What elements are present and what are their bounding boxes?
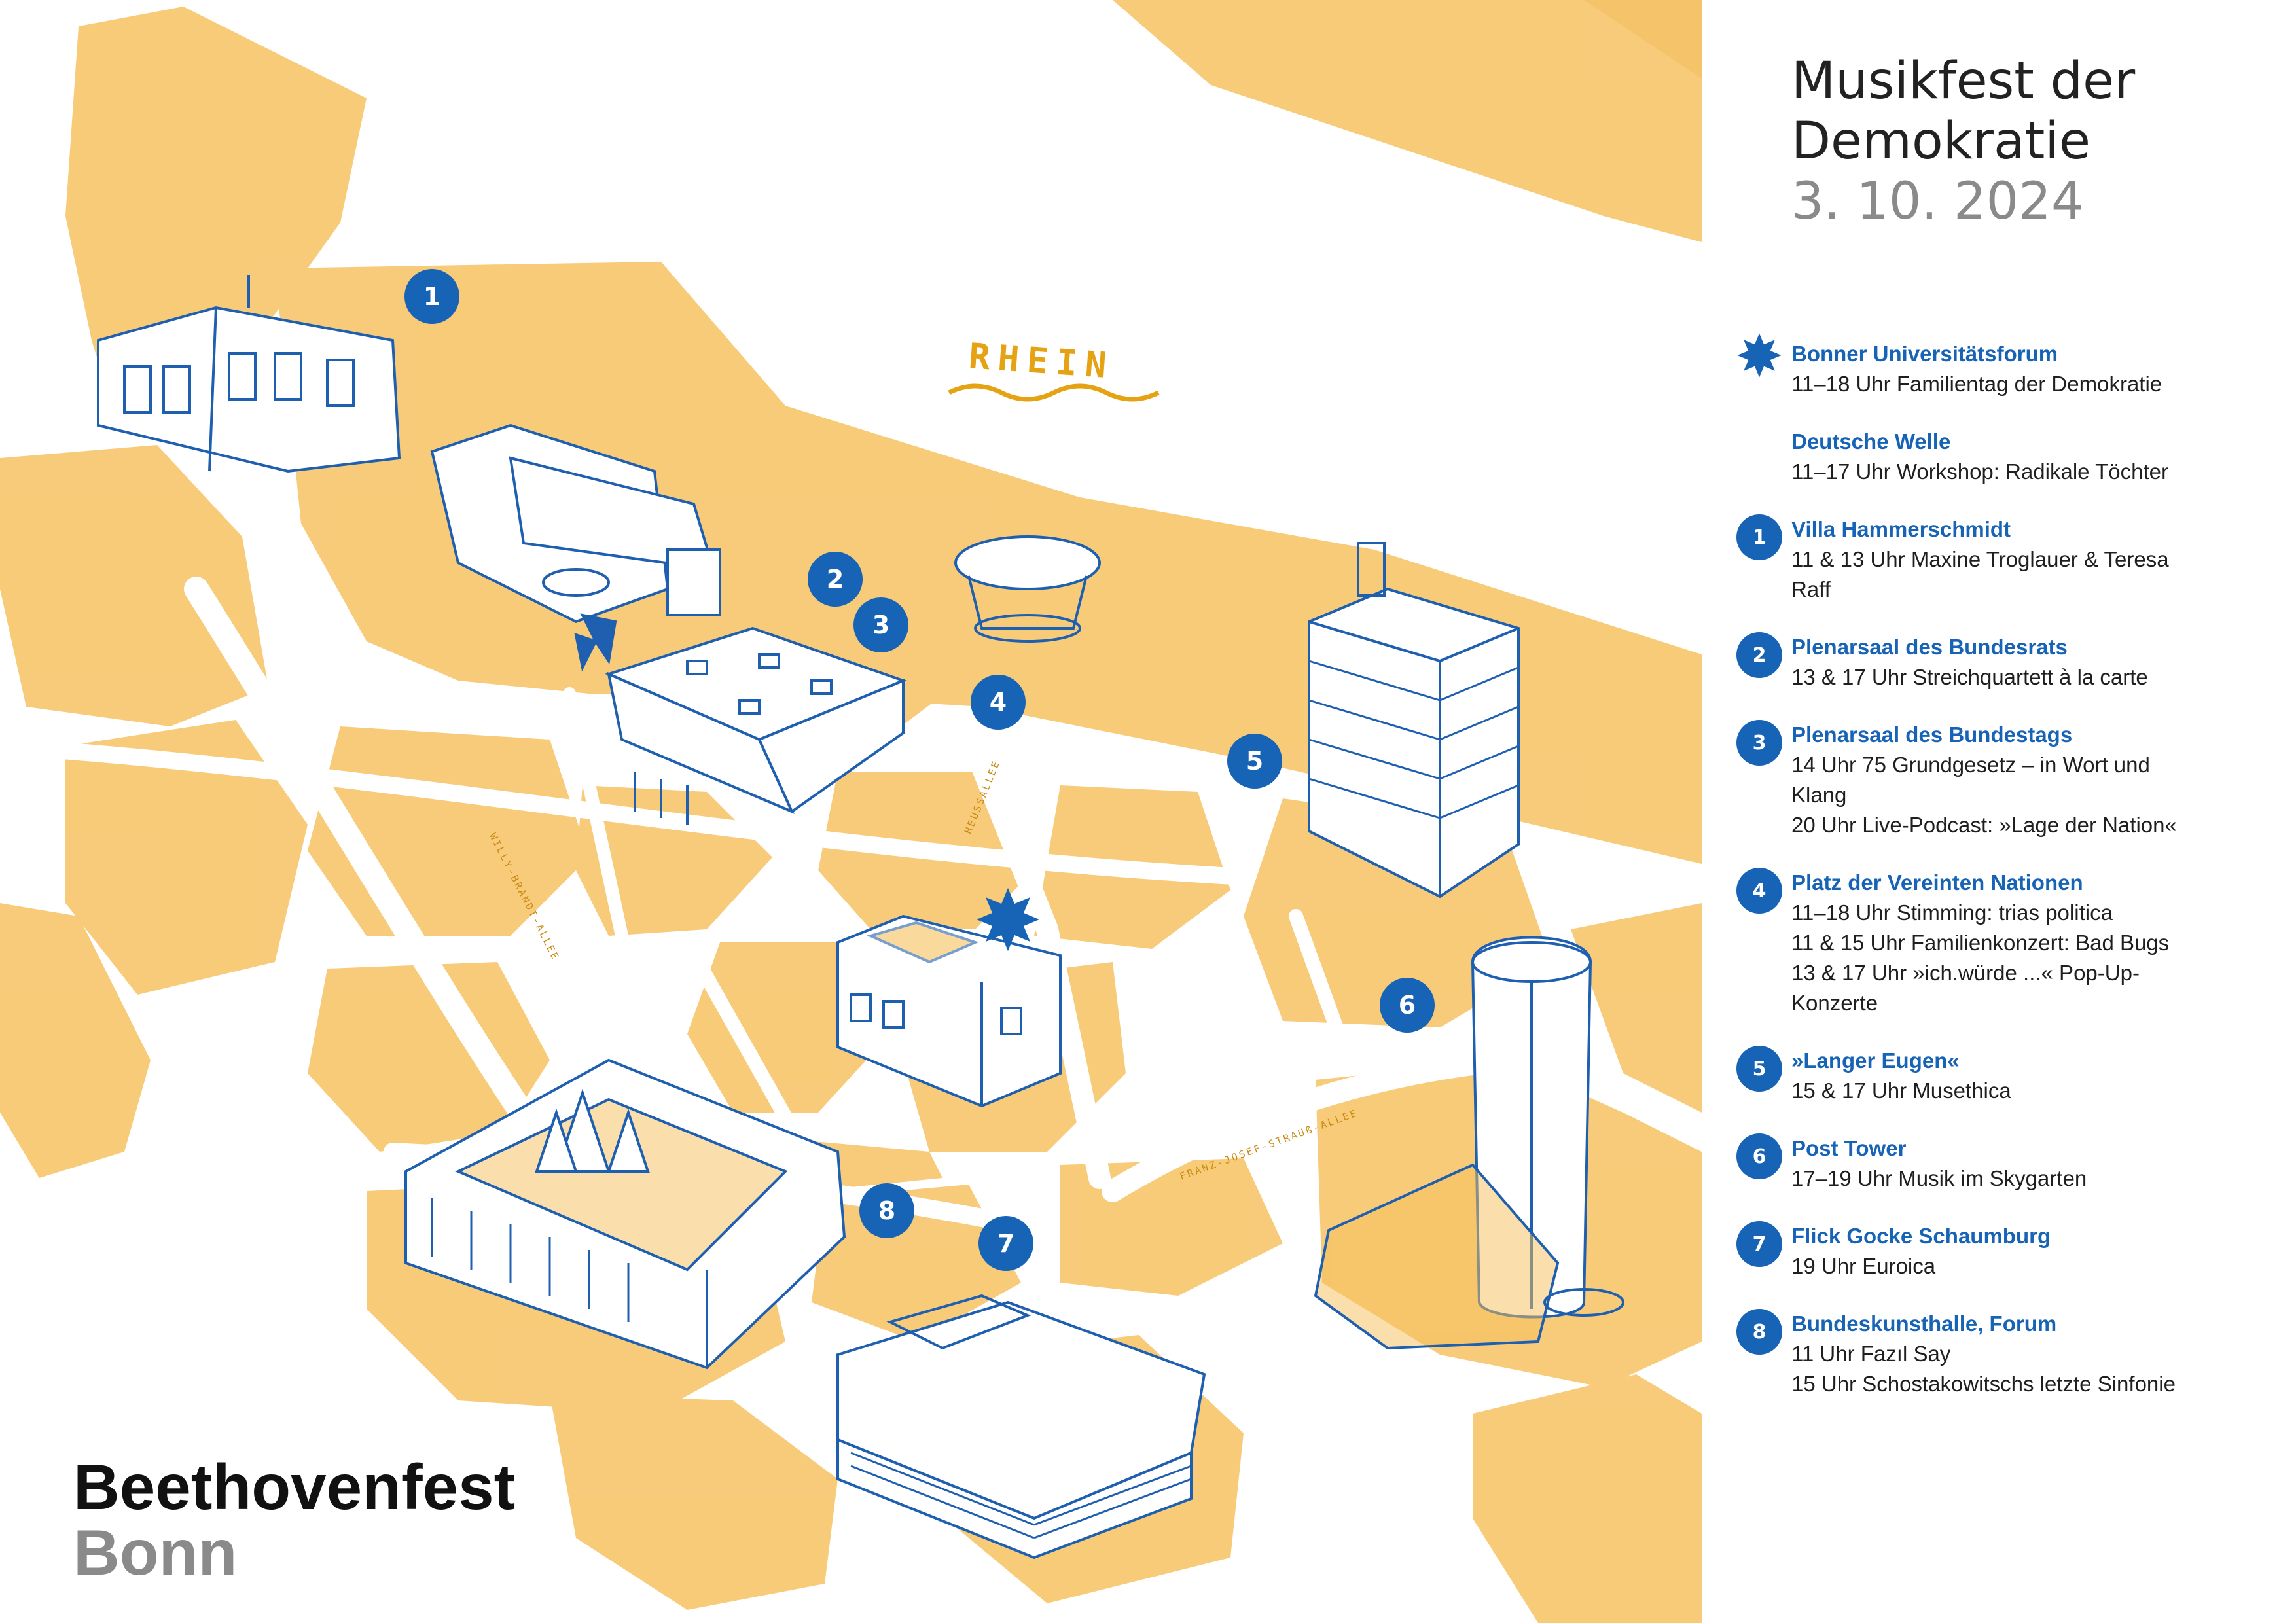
event-langer-eugen[interactable]: 5 »Langer Eugen« 15 & 17 Uhr Musethica bbox=[1731, 1046, 2293, 1106]
brand-name: Beethovenfest bbox=[73, 1451, 516, 1523]
list-marker-8: 8 bbox=[1736, 1309, 1782, 1355]
event-name: Flick Gocke Schaumburg bbox=[1791, 1224, 2051, 1248]
map-marker-2[interactable]: 2 bbox=[808, 552, 863, 607]
event-time: 17–19 Uhr Musik im Skygarten bbox=[1791, 1166, 2087, 1190]
event-time: 13 & 17 Uhr »ich.würde ...« Pop-Up- bbox=[1791, 961, 2140, 985]
flick-gocke-drawing bbox=[836, 1294, 1206, 1560]
list-marker-1: 1 bbox=[1736, 514, 1782, 560]
title-line-1: Musikfest der bbox=[1791, 52, 2136, 111]
bundeshaus-sign-drawing bbox=[954, 535, 1101, 643]
event-date: 3. 10. 2024 bbox=[1791, 172, 2084, 231]
event-plenarsaal-bundestag[interactable]: 3 Plenarsaal des Bundestags 14 Uhr 75 Gr… bbox=[1731, 720, 2293, 840]
event-flick-gocke-schaumburg[interactable]: 7 Flick Gocke Schaumburg 19 Uhr Euroica bbox=[1731, 1221, 2293, 1281]
event-time: 19 Uhr Euroica bbox=[1791, 1254, 1936, 1278]
deutsche-welle-drawing bbox=[430, 423, 721, 672]
event-time: Raff bbox=[1791, 577, 1831, 601]
list-marker-3: 3 bbox=[1736, 720, 1782, 766]
event-bonner-universitaetsforum[interactable]: Bonner Universitätsforum 11–18 Uhr Famil… bbox=[1731, 333, 2293, 399]
event-name: Platz der Vereinten Nationen bbox=[1791, 870, 2083, 895]
event-time: 14 Uhr 75 Grundgesetz – in Wort und bbox=[1791, 753, 2150, 777]
event-name: Villa Hammerschmidt bbox=[1791, 517, 2011, 541]
event-time: 15 & 17 Uhr Musethica bbox=[1791, 1079, 2011, 1103]
event-deutsche-welle[interactable]: Deutsche Welle 11–17 Uhr Workshop: Radik… bbox=[1731, 427, 2293, 487]
event-time: 11–17 Uhr Workshop: Radikale Töchter bbox=[1791, 459, 2168, 484]
event-time: Klang bbox=[1791, 783, 1847, 807]
title-line-2: Demokratie bbox=[1791, 112, 2091, 171]
sidebar: Musikfest der Demokratie 3. 10. 2024 Bon… bbox=[1702, 0, 2296, 1623]
bundeskunsthalle-drawing bbox=[404, 1058, 846, 1370]
langer-eugen-drawing bbox=[1308, 542, 1520, 899]
event-villa-hammerschmidt[interactable]: 1 Villa Hammerschmidt 11 & 13 Uhr Maxine… bbox=[1731, 514, 2293, 605]
river-wave-icon bbox=[948, 383, 1160, 402]
map-marker-4[interactable]: 4 bbox=[971, 675, 1026, 730]
event-time: 11–18 Uhr Stimming: trias politica bbox=[1791, 901, 2113, 925]
event-name: Bundeskunsthalle, Forum bbox=[1791, 1311, 2057, 1336]
map-marker-7[interactable]: 7 bbox=[978, 1216, 1033, 1271]
event-time: 13 & 17 Uhr Streichquartett à la carte bbox=[1791, 665, 2148, 689]
city-map: RHEIN WILLY-BRANDT-ALLEE HEUSSALLEE FRAN… bbox=[0, 0, 1702, 1623]
event-bundeskunsthalle-forum[interactable]: 8 Bundeskunsthalle, Forum 11 Uhr Fazıl S… bbox=[1731, 1309, 2293, 1399]
event-name: Deutsche Welle bbox=[1791, 429, 1951, 454]
brand-city: Bonn bbox=[73, 1516, 238, 1588]
page-title: Musikfest der Demokratie 3. 10. 2024 bbox=[1791, 51, 2135, 232]
event-time: Konzerte bbox=[1791, 991, 1878, 1015]
event-time: 11 & 15 Uhr Familienkonzert: Bad Bugs bbox=[1791, 931, 2170, 955]
list-marker-6: 6 bbox=[1736, 1133, 1782, 1179]
event-time: 15 Uhr Schostakowitschs letzte Sinfonie bbox=[1791, 1372, 2176, 1396]
plenarsaal-drawing bbox=[605, 626, 907, 825]
event-list: Bonner Universitätsforum 11–18 Uhr Famil… bbox=[1731, 333, 2293, 1427]
event-name: Plenarsaal des Bundestags bbox=[1791, 722, 2073, 747]
list-marker-7: 7 bbox=[1736, 1221, 1782, 1267]
event-name: Plenarsaal des Bundesrats bbox=[1791, 635, 2068, 659]
event-time: 11–18 Uhr Familientag der Demokratie bbox=[1791, 372, 2162, 396]
map-marker-3[interactable]: 3 bbox=[853, 597, 908, 652]
map-marker-6[interactable]: 6 bbox=[1380, 978, 1435, 1033]
event-name: Post Tower bbox=[1791, 1136, 1907, 1160]
event-time: 20 Uhr Live-Podcast: »Lage der Nation« bbox=[1791, 813, 2177, 837]
event-plenarsaal-bundesrat[interactable]: 2 Plenarsaal des Bundesrats 13 & 17 Uhr … bbox=[1731, 632, 2293, 692]
event-name: Bonner Universitätsforum bbox=[1791, 342, 2058, 366]
map-marker-8[interactable]: 8 bbox=[859, 1183, 914, 1238]
event-post-tower[interactable]: 6 Post Tower 17–19 Uhr Musik im Skygarte… bbox=[1731, 1133, 2293, 1194]
villa-hammerschmidt-drawing bbox=[97, 275, 401, 473]
event-time: 11 Uhr Fazıl Say bbox=[1791, 1342, 1951, 1366]
universitaetsforum-drawing bbox=[836, 914, 1062, 1108]
list-marker-2: 2 bbox=[1736, 632, 1782, 678]
star-icon bbox=[1736, 332, 1782, 381]
event-time: 11 & 13 Uhr Maxine Troglauer & Teresa bbox=[1791, 547, 2169, 571]
map-marker-1[interactable]: 1 bbox=[404, 269, 459, 324]
post-tower-drawing bbox=[1314, 936, 1624, 1350]
map-marker-5[interactable]: 5 bbox=[1227, 734, 1282, 789]
list-marker-4: 4 bbox=[1736, 868, 1782, 914]
event-platz-der-vereinten-nationen[interactable]: 4 Platz der Vereinten Nationen 11–18 Uhr… bbox=[1731, 868, 2293, 1018]
brand-logo: Beethovenfest Bonn bbox=[73, 1454, 515, 1585]
map-background bbox=[0, 0, 1702, 1623]
event-name: »Langer Eugen« bbox=[1791, 1048, 1960, 1073]
list-marker-5: 5 bbox=[1736, 1046, 1782, 1092]
